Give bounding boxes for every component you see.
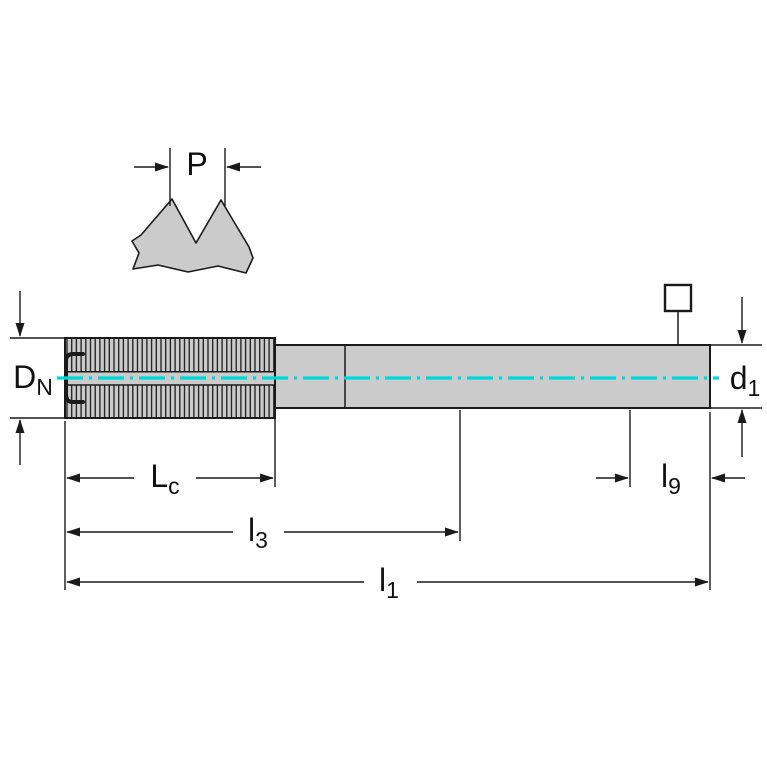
label-l1-sub: 1	[386, 577, 399, 603]
label-d1-main: d	[729, 360, 748, 396]
label-pitch-main: P	[186, 146, 208, 182]
thread-hatch-bottom	[66, 385, 274, 417]
label-lc: Lc	[150, 460, 179, 498]
label-l9-sub: 9	[668, 473, 681, 499]
extension-lines	[64, 410, 711, 590]
tap-body	[57, 337, 719, 419]
square-icon	[663, 283, 693, 313]
label-lc-sub: c	[168, 473, 180, 499]
square-drive-symbol	[663, 283, 693, 344]
label-d1: d1	[730, 362, 761, 400]
dim-d1	[710, 297, 762, 457]
label-l1-main: l	[379, 562, 387, 598]
label-l3: l3	[248, 514, 268, 552]
thread-profile-detail	[131, 148, 261, 274]
label-l3-main: l	[248, 512, 256, 548]
label-l3-sub: 3	[255, 527, 268, 553]
label-lc-main: L	[150, 458, 169, 494]
thread-hatch-top	[66, 339, 274, 372]
label-pitch: P	[186, 148, 207, 186]
label-dn: DN	[13, 361, 53, 399]
thread-profile-shape	[131, 198, 254, 274]
dim-dn	[10, 291, 64, 465]
label-l1: l1	[379, 564, 399, 602]
label-l9-main: l	[661, 458, 669, 494]
label-l9: l9	[661, 460, 681, 498]
label-d1-sub: 1	[747, 375, 761, 401]
label-dn-sub: N	[36, 374, 53, 400]
label-dn-main: D	[13, 359, 37, 395]
